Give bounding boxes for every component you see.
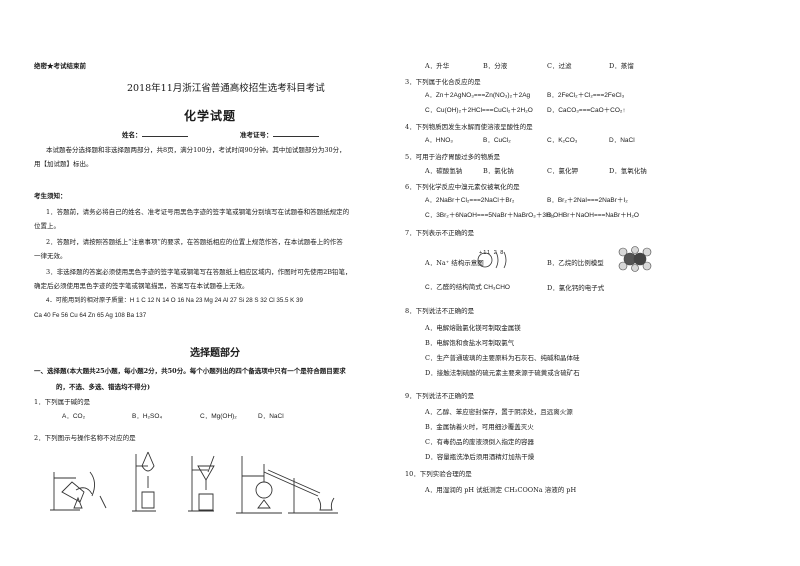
q3-option-c: C．Cu(OH)₂＋2HCl===CuCl₂＋2H₂O (425, 107, 533, 114)
exam-title: 2018年11月浙江省普通高校招生选考科目考试 (127, 83, 325, 94)
q9-option-b: B．金属钠着火时，可用细沙覆盖灭火 (425, 423, 534, 431)
q1-option-d: D．NaCl (258, 413, 284, 420)
q2-stem: 2．下列图示与操作名称不对应的是 (34, 434, 136, 442)
q7-option-a: A．Na⁺ 结构示意图 (425, 259, 484, 267)
q7-option-d: D．氯化钙的电子式 (547, 284, 605, 292)
q6-stem: 6．下列化学反应中溴元素仅被氧化的是 (405, 183, 520, 191)
q5-option-b: B．氯化钠 (483, 167, 514, 175)
q5-option-d: D．氢氧化钠 (609, 167, 647, 175)
q1-stem: 1．下列属于碱的是 (34, 398, 91, 406)
q8-option-a: A．电解熔融氯化镁可制取金属镁 (425, 324, 521, 332)
note-2b: 一律无效。 (34, 252, 67, 260)
note-1a: 1．答题前，请务必将自己的姓名、准考证号用黑色字迹的签字笔或钢笔分别填写在试题卷… (46, 208, 350, 216)
q7-option-c: C．乙醛的结构简式 CH₃CHO (425, 284, 510, 291)
name-blank (141, 130, 188, 137)
id-label: 准考证号： (240, 131, 273, 139)
section-title: 选择题部分 (190, 348, 240, 359)
q9-stem: 9．下列说法不正确的是 (405, 392, 475, 400)
part1-heading-b: 的，不选、多选、错选均不得分) (56, 383, 151, 391)
q4-option-b: B．CuCl₂ (483, 137, 511, 144)
candidate-id-field: 准考证号： (240, 130, 319, 139)
q8-option-d: D．接触法制硫酸的硫元素主要来源于硫黄或含硫矿石 (425, 369, 580, 377)
q7-option-b: B．乙烷的比例模型 (547, 259, 604, 267)
q5-stem: 5．可用于治疗胃酸过多的物质是 (405, 153, 501, 161)
part1-heading-a: 一、选择题(本大题共25小题，每小题2分，共50分。每个小题列出的四个备选项中只… (34, 367, 346, 375)
q3-stem: 3．下列属于化合反应的是 (405, 78, 481, 86)
distillation-apparatus-figure (236, 456, 338, 514)
q4-option-d: D．NaCl (609, 137, 635, 144)
q3-option-b: B．2FeCl₂＋Cl₂===2FeCl₃ (547, 92, 625, 99)
intro-line-2: 用【加试题】标出。 (34, 160, 93, 168)
q1-option-c: C．Mg(OH)₂ (200, 413, 237, 420)
q1-option-b: B．H₂SO₄ (132, 413, 163, 420)
q7-stem: 7．下列表示不正确的是 (405, 229, 475, 237)
q6-option-b: B．Br₂＋2NaI===2NaBr＋I₂ (547, 197, 628, 204)
q8-option-b: B．电解饱和食盐水可制取氯气 (425, 339, 515, 347)
ethane-space-filling-model (618, 246, 652, 272)
q9-option-a: A．乙醇、苯应密封保存，置于阴凉处，且远离火源 (425, 408, 573, 416)
q10-stem: 10．下列实验合理的是 (405, 470, 472, 478)
q6-option-d: D．HBr＋NaOH===NaBr＋H₂O (547, 212, 639, 219)
q2-option-c: C．过滤 (547, 62, 572, 70)
q4-option-a: A．HNO₃ (425, 137, 453, 144)
id-blank (272, 130, 319, 137)
q1-option-a: A．CO₂ (62, 413, 86, 420)
q2-option-d: D．蒸馏 (609, 62, 634, 70)
q4-option-c: C．K₂CO₃ (547, 137, 578, 144)
confidential-mark: 绝密★考试结束前 (34, 62, 86, 70)
q6-option-c: C．3Br₂＋6NaOH===5NaBr＋NaBrO₃＋3H₂O (425, 212, 559, 219)
note-1b: 位置上。 (34, 222, 60, 230)
q10-option-a: A．用湿润的 pH 试纸测定 CH₃COONa 溶液的 pH (425, 486, 577, 494)
q6-option-a: A．2NaBr＋Cl₂===2NaCl＋Br₂ (425, 197, 515, 204)
q5-option-a: A．碳酸氢钠 (425, 167, 463, 175)
q8-option-c: C．生产普通玻璃的主要原料为石灰石、纯碱和晶体硅 (425, 354, 580, 362)
q9-option-d: D．容量瓶洗净后须用酒精灯加热干燥 (425, 453, 535, 461)
subject-title: 化学试题 (184, 109, 237, 123)
q3-option-d: D．CaCO₃===CaO＋CO₂↑ (547, 107, 626, 114)
note-3a: 3．非选择题的答案必须使用黑色字迹的签字笔或钢笔写在答题纸上相应区域内，作图时可… (46, 268, 352, 276)
note-2a: 2．答题时，请按照答题纸上“注意事项”的要求，在答题纸相应的位置上规范作答，在本… (46, 238, 343, 246)
filtration-apparatus-figure (188, 455, 215, 512)
q8-stem: 8．下列说法不正确的是 (405, 307, 475, 315)
note-4b: Ca 40 Fe 56 Cu 64 Zn 65 Ag 108 Ba 137 (34, 312, 147, 319)
sublimation-apparatus-figure (50, 471, 107, 511)
name-label: 姓名： (122, 131, 142, 139)
q3-option-a: A．Zn＋2AgNO₃===Zn(NO₃)₂＋2Ag (425, 92, 531, 99)
separatory-funnel-figure (132, 451, 156, 512)
q9-option-c: C．有毒药品的废液须倒入指定的容器 (425, 438, 534, 446)
sodium-ion-diagram-label: +11 2 8 (479, 250, 505, 256)
q2-option-a: A．升华 (425, 62, 450, 70)
name-field: 姓名： (122, 130, 188, 139)
note-3b: 确定后必须使用黑色字迹的签字笔或钢笔描黑，答案写在本试题卷上无效。 (34, 282, 249, 290)
q2-option-b: B．分液 (483, 62, 508, 70)
notes-heading: 考生须知： (34, 192, 67, 200)
note-4a: 4．可能用到的相对原子质量：H 1 C 12 N 14 O 16 Na 23 M… (46, 297, 303, 304)
sodium-ion-structure-diagram (477, 251, 507, 269)
q4-stem: 4．下列物质因发生水解而使溶液呈酸性的是 (405, 123, 533, 131)
q5-option-c: C．氯化钾 (547, 167, 578, 175)
intro-line-1: 本试题卷分选择题和非选择题两部分，共8页，满分100分，考试时间90分钟。其中加… (46, 146, 346, 154)
